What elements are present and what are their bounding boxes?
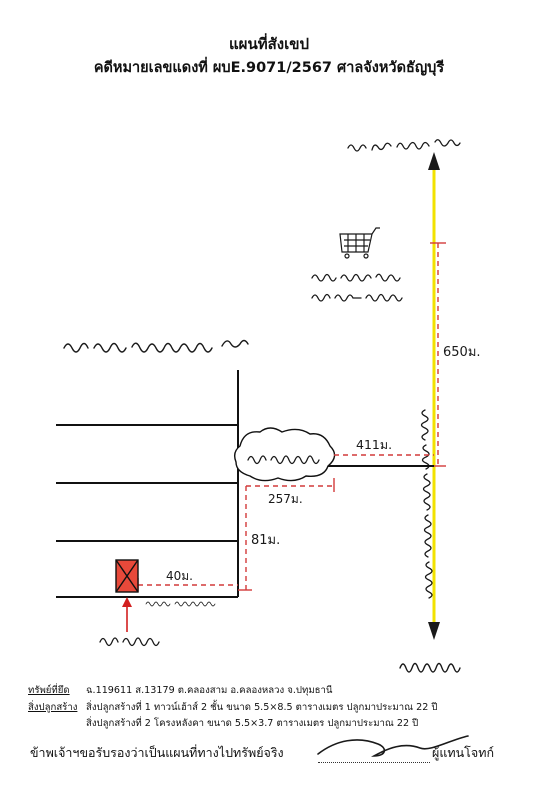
building-label: สิ่งปลูกสร้าง [28,702,78,713]
highway-arrow-south [428,622,440,640]
building-2-description: สิ่งปลูกสร้างที่ 2 โครงหลังคา ขนาด 5.5×3… [86,718,419,729]
seized-property-value: ฉ.119611 ส.13179 ต.คลองสาม อ.คลองหลวง จ.… [86,685,333,696]
central-area-outline [233,427,336,482]
shopping-cart-icon [339,227,380,259]
seized-property-row: ทรัพย์ที่ยึด ฉ.119611 ส.13179 ต.คลองสาม อ… [28,683,332,698]
dimension-label-81: 81ม. [251,533,280,548]
signer-title: ผู้แทนโจทก์ [432,745,495,760]
dimension-label-40: 40ม. [166,569,193,583]
dimension-line-257 [246,478,335,492]
building-row-2: สิ่งปลูกสร้างที่ 2 โครงหลังคา ขนาด 5.5×3… [86,716,418,731]
building-row-1: สิ่งปลูกสร้าง สิ่งปลูกสร้างที่ 1 ทาวน์เฮ้… [28,700,437,715]
southbound-destination-label [399,662,461,673]
dimension-label-257: 257ม. [268,492,303,506]
case-number-title: คดีหมายเลขแดงที่ ผบE.9071/2567 ศาลจังหวั… [93,60,445,76]
signature-line [318,762,430,763]
dimension-label-411: 411ม. [356,437,392,452]
village-name-label [63,339,249,353]
seized-property-label: ทรัพย์ที่ยึด [28,685,70,696]
northbound-road-label [347,139,461,152]
certification-statement: ข้าพเจ้าฯขอรับรองว่าเป็นแผนที่ทางไปทรัพย… [30,745,284,760]
building-1-description: สิ่งปลูกสร้างที่ 1 ทาวน์เฮ้าส์ 2 ชั้น ขน… [86,702,438,713]
dimension-label-650: 650ม. [443,345,481,360]
map-title: แผนที่สังเขป [229,35,309,53]
dimension-line-81 [238,486,252,591]
highway-arrow-north [428,152,440,170]
central-area-label [247,455,320,465]
arrow-up-icon [122,597,132,632]
house-x-icon [115,559,139,593]
signature-scribble [317,735,469,757]
store-name-label [311,273,403,302]
property-location-label [99,637,160,647]
property-house-number-note [145,601,216,607]
highway-name-label [420,409,433,599]
